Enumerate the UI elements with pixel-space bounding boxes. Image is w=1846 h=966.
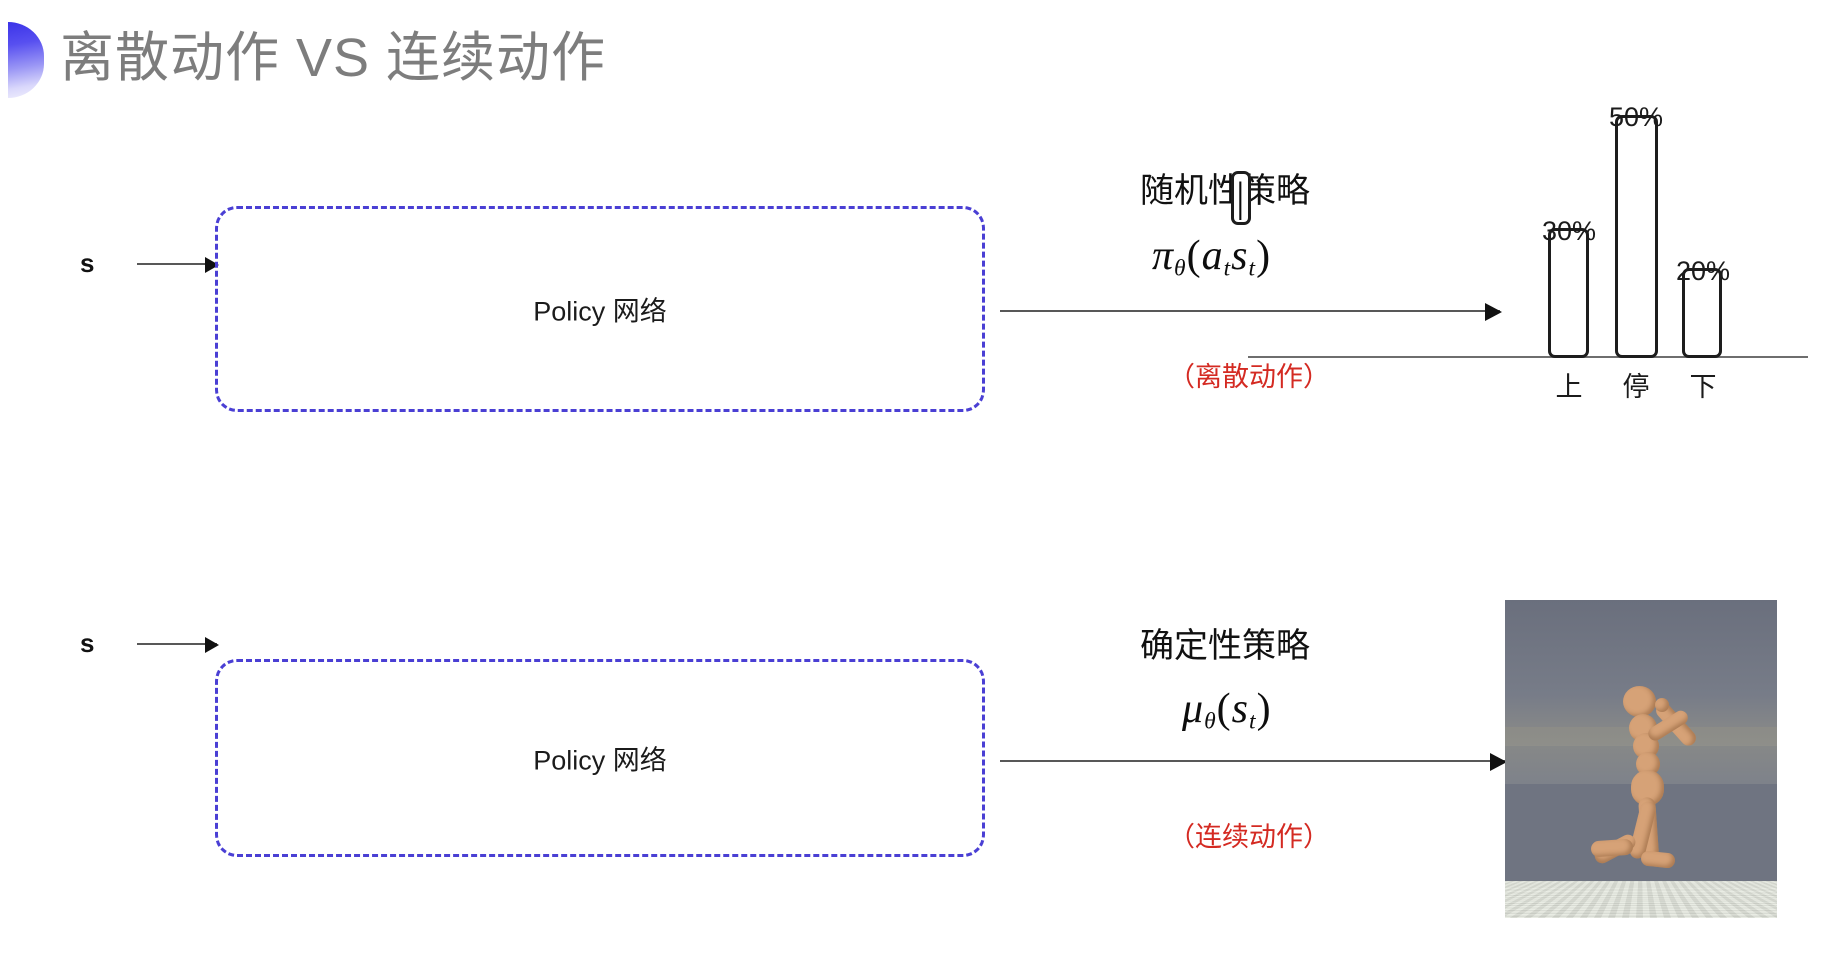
page-title: 离散动作 VS 连续动作	[60, 28, 607, 88]
formula-given-bar: |	[1231, 170, 1251, 225]
formula-state-sub-2: t	[1249, 708, 1257, 735]
policy-network-label-discrete: Policy 网络	[533, 296, 667, 327]
bottom-edge-strip	[0, 958, 1846, 966]
policy-type-continuous: 确定性策略	[1140, 627, 1310, 665]
policy-formula-continuous: μθ(st)	[1182, 685, 1272, 736]
formula-action-sub: t	[1223, 255, 1232, 282]
bar-value-down: 20%	[1675, 256, 1731, 286]
formula-open-paren-2: (	[1216, 686, 1232, 732]
action-tag-discrete: （离散动作）	[1168, 362, 1330, 392]
formula-theta: θ	[1174, 255, 1187, 282]
title-decoration-icon	[8, 22, 44, 98]
humanoid-simulation-image	[1505, 600, 1777, 918]
discrete-action-bar-chart: 30% 上 50% 停 20% 下	[1248, 96, 1808, 416]
bar-value-stop: 50%	[1608, 102, 1664, 132]
bar-category-stop: 停	[1622, 372, 1650, 402]
bar-category-up: 上	[1555, 372, 1583, 402]
formula-close-paren-2: )	[1256, 686, 1272, 732]
humanoid-foot	[1590, 838, 1634, 858]
formula-theta-2: θ	[1204, 708, 1217, 735]
policy-network-label-continuous: Policy 网络	[533, 745, 667, 776]
bar-category-down: 下	[1689, 372, 1717, 402]
humanoid-foot-front	[1640, 850, 1676, 869]
policy-formula-discrete: πθ(at | st)	[1152, 170, 1272, 283]
bar-stop	[1615, 115, 1658, 358]
formula-action: a	[1201, 233, 1224, 279]
arrow-policy-to-output-continuous	[1000, 753, 1507, 771]
policy-network-box-discrete[interactable]: Policy 网络	[215, 206, 985, 412]
simulation-checkerboard-floor	[1505, 881, 1777, 918]
state-label-discrete: s	[80, 248, 95, 278]
formula-open-paren: (	[1186, 233, 1202, 279]
formula-state: s	[1231, 233, 1249, 279]
formula-mu: μ	[1182, 686, 1205, 732]
arrow-state-to-policy-continuous	[137, 637, 219, 653]
action-tag-continuous: （连续动作）	[1168, 822, 1330, 852]
formula-close-paren: )	[1256, 233, 1272, 279]
policy-type-discrete: 随机性策略	[1140, 172, 1310, 210]
chart-baseline-axis	[1248, 356, 1808, 358]
policy-network-box-continuous[interactable]: Policy 网络	[215, 659, 985, 857]
arrow-state-to-policy-discrete	[137, 257, 219, 273]
humanoid-head	[1623, 686, 1656, 717]
formula-pi: π	[1152, 233, 1175, 279]
formula-state-sub: t	[1248, 255, 1257, 282]
arrow-policy-to-output-discrete	[1000, 303, 1502, 321]
formula-state-2: s	[1231, 686, 1250, 732]
humanoid-hand	[1655, 698, 1669, 712]
bar-down	[1682, 268, 1722, 358]
bar-up	[1548, 228, 1589, 358]
state-label-continuous: s	[80, 628, 95, 658]
bar-value-up: 30%	[1541, 216, 1597, 246]
